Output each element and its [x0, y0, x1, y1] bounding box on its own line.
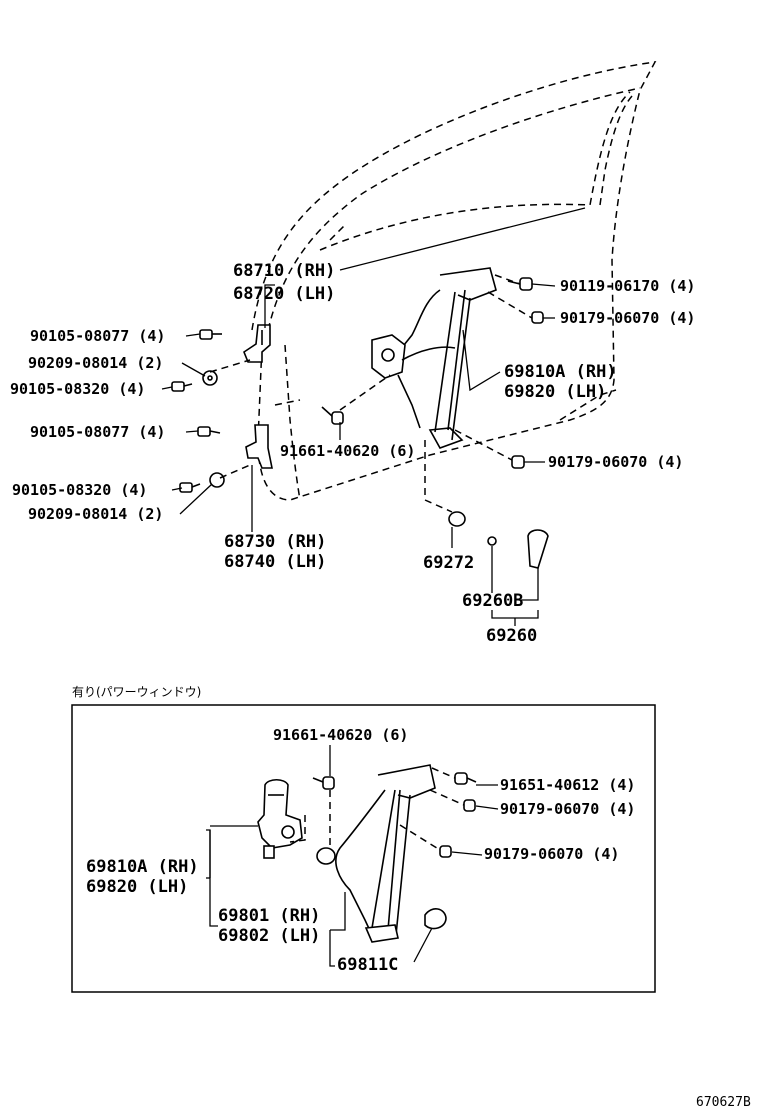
clip-icon: [487, 536, 497, 546]
inset-label-91651-40612: 91651-40612 (4): [500, 776, 635, 794]
window-regulator-assembly: [371, 267, 497, 449]
upper-door-hinge: [243, 324, 271, 363]
inset-label-69802: 69802 (LH): [218, 926, 320, 946]
label-90179-06070-upper: 90179-06070 (4): [560, 309, 695, 327]
nut-icon: [531, 311, 544, 324]
lower-door-hinge: [245, 424, 273, 469]
washer-icon: [209, 472, 225, 488]
label-68740: 68740 (LH): [224, 552, 326, 572]
label-91661-40620: 91661-40620 (6): [280, 442, 415, 460]
label-90105-08077-upper: 90105-08077 (4): [30, 327, 165, 345]
label-90105-08077-lower: 90105-08077 (4): [30, 423, 165, 441]
label-68720: 68720 (LH): [233, 284, 335, 304]
label-90209-08014-upper: 90209-08014 (2): [28, 354, 163, 372]
hinge-bolt-icon: [197, 426, 221, 437]
inset-label-90179-06070-lower: 90179-06070 (4): [484, 845, 619, 863]
figure-code: 670627B: [696, 1095, 751, 1110]
nut-icon: [439, 845, 452, 858]
label-69260: 69260: [486, 626, 537, 646]
label-69810a: 69810A (RH): [504, 362, 617, 382]
inset-label-69811c: 69811C: [337, 955, 398, 975]
inset-label-69820: 69820 (LH): [86, 877, 188, 897]
label-90179-06070-lower: 90179-06070 (4): [548, 453, 683, 471]
label-68710: 68710 (RH): [233, 261, 335, 281]
label-68730: 68730 (RH): [224, 532, 326, 552]
cushion-icon: [448, 511, 466, 527]
hinge-bolt-icon: [199, 329, 222, 340]
inset-label-69801: 69801 (RH): [218, 906, 320, 926]
hinge-bolt-icon: [171, 381, 193, 392]
bolt-icon: [312, 776, 335, 790]
inset-label-91661-40620: 91661-40620 (6): [273, 726, 408, 744]
bolt-icon: [454, 772, 477, 785]
inset-label-69810a: 69810A (RH): [86, 857, 199, 877]
handle-icon: [527, 529, 549, 569]
label-90119-06170: 90119-06170 (4): [560, 277, 695, 295]
nut-icon: [511, 455, 525, 469]
inset-label-90179-06070-upper: 90179-06070 (4): [500, 800, 635, 818]
label-90105-08320-upper: 90105-08320 (4): [10, 380, 145, 398]
label-90209-08014-lower: 90209-08014 (2): [28, 505, 163, 523]
washer-icon: [202, 370, 218, 386]
hinge-bolt-icon: [179, 482, 201, 493]
inset-frame: [71, 704, 656, 993]
power-window-regulator-assembly: [257, 764, 447, 943]
nut-icon: [463, 799, 476, 812]
door-outline: [251, 61, 657, 501]
inset-note: 有り(パワーウィンドウ): [72, 685, 201, 699]
bolt-icon: [321, 406, 344, 425]
label-90105-08320-lower: 90105-08320 (4): [12, 481, 147, 499]
label-69272: 69272: [423, 553, 474, 573]
label-69260b: 69260B: [462, 591, 523, 611]
label-69820: 69820 (LH): [504, 382, 606, 402]
